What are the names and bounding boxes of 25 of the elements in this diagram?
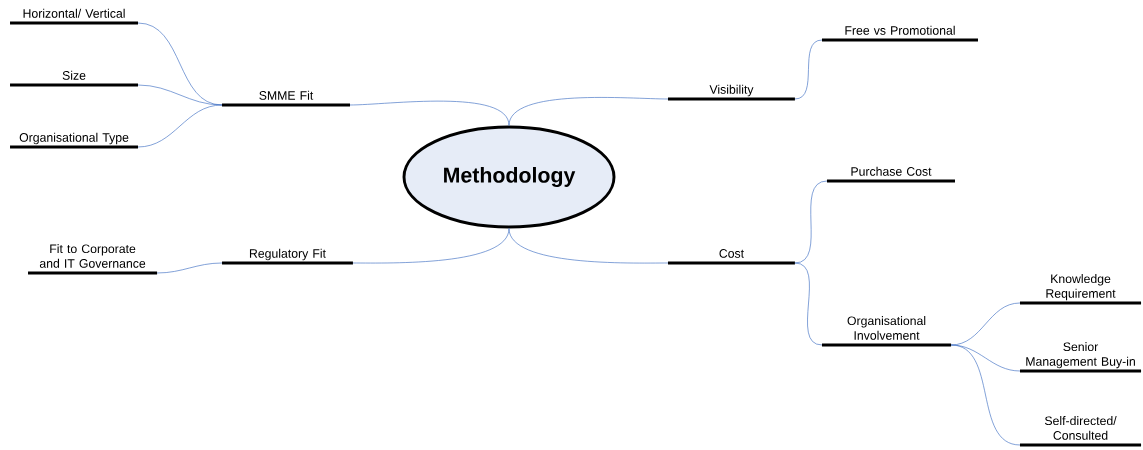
connector-line <box>794 39 823 100</box>
branch-label: Free vs Promotional <box>822 25 978 42</box>
branch-label: Regulatory Fit <box>222 248 353 265</box>
branch-label: Senior Management Buy-in <box>1020 342 1142 373</box>
connector-line <box>508 228 669 264</box>
branch-label: Purchase Cost <box>827 166 955 183</box>
connector-line <box>137 84 223 106</box>
connector-line <box>352 228 510 264</box>
connector-line <box>950 344 1021 446</box>
branch-label: Cost <box>668 249 795 265</box>
connector-line <box>137 104 223 148</box>
branch-label: Self-directed/ Consulted <box>1020 416 1142 447</box>
branch-label: Visibility <box>668 84 795 101</box>
connector-line <box>794 180 828 264</box>
connector-line <box>794 262 823 346</box>
branch-label: SMME Fit <box>222 90 350 107</box>
branch-label: Fit to Corporate and IT Governance <box>28 244 158 275</box>
branch-label: Knowledge Requirement <box>1020 274 1142 305</box>
branch-label: Size <box>10 70 138 87</box>
branch-label: Organisational Involvement <box>822 316 952 347</box>
branch-label: Horizontal/ Vertical <box>10 8 138 25</box>
branch-label: Organisational Type <box>10 132 138 149</box>
connector-line <box>156 262 223 274</box>
connector-line <box>349 100 510 126</box>
connector-line <box>508 97 669 126</box>
